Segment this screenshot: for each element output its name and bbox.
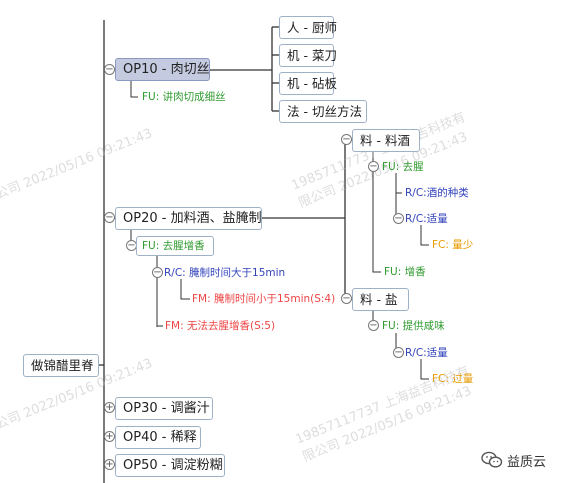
- liaojiu-rc1-label[interactable]: R/C:酒的种类: [405, 187, 469, 199]
- node-op10-board[interactable]: 机 - 砧板: [279, 72, 337, 95]
- op20-fu-node[interactable]: FU: 去腥增香: [136, 236, 214, 256]
- expand-toggle-op50[interactable]: [104, 459, 115, 470]
- expand-toggle-op40[interactable]: [104, 431, 115, 442]
- node-op10-person[interactable]: 人 - 厨师: [279, 16, 337, 39]
- collapse-toggle-yan[interactable]: [341, 293, 352, 304]
- node-yan[interactable]: 料 - 盐: [352, 288, 409, 311]
- op20-fm1-label[interactable]: FM: 腌制时间小于15min(S:4): [192, 293, 336, 305]
- node-op10[interactable]: OP10 - 肉切丝: [115, 58, 210, 81]
- collapse-toggle-op20[interactable]: [104, 212, 115, 223]
- op20-rc-label[interactable]: R/C: 腌制时间大于15min: [164, 267, 286, 279]
- liaojiu-fu1-label[interactable]: FU: 去腥: [382, 161, 424, 173]
- node-op10-knife[interactable]: 机 - 菜刀: [279, 44, 337, 67]
- node-op40[interactable]: OP40 - 稀释: [115, 426, 201, 449]
- root-node[interactable]: 做锦醋里脊: [23, 354, 99, 377]
- collapse-toggle-yan-fu[interactable]: [368, 320, 379, 331]
- collapse-toggle-liaojiu-fu[interactable]: [368, 161, 379, 172]
- collapse-toggle-liaojiu[interactable]: [341, 134, 352, 145]
- node-op30[interactable]: OP30 - 调酱汁: [115, 397, 213, 420]
- yan-fu-label[interactable]: FU: 提供咸味: [382, 320, 445, 332]
- brand-name: 益质云: [507, 454, 547, 470]
- wechat-icon: [481, 451, 503, 468]
- collapse-toggle-op10[interactable]: [104, 64, 115, 75]
- brand-logo: 益质云: [481, 449, 546, 471]
- collapse-toggle-yan-rc[interactable]: [393, 347, 404, 358]
- collapse-toggle-op20-rc[interactable]: [152, 267, 163, 278]
- expand-toggle-op30[interactable]: [104, 402, 115, 413]
- node-op10-method[interactable]: 法 - 切丝方法: [279, 100, 367, 123]
- yan-rc-label[interactable]: R/C:适量: [405, 347, 448, 359]
- node-op20[interactable]: OP20 - 加料酒、盐腌制: [115, 207, 262, 230]
- op10-fu-label[interactable]: FU: 讲肉切成细丝: [142, 91, 226, 103]
- liaojiu-fu2-label[interactable]: FU: 增香: [384, 266, 426, 278]
- node-op50[interactable]: OP50 - 调淀粉糊: [115, 454, 225, 477]
- liaojiu-rc2-label[interactable]: R/C:适量: [405, 213, 448, 225]
- node-liaojiu[interactable]: 料 - 料酒: [352, 129, 420, 152]
- op20-fm2-label[interactable]: FM: 无法去腥增香(S:5): [165, 320, 276, 332]
- liaojiu-fc-label[interactable]: FC: 量少: [432, 239, 474, 251]
- yan-fc-label[interactable]: FC: 过量: [432, 373, 474, 385]
- collapse-toggle-liaojiu-rc2[interactable]: [393, 213, 404, 224]
